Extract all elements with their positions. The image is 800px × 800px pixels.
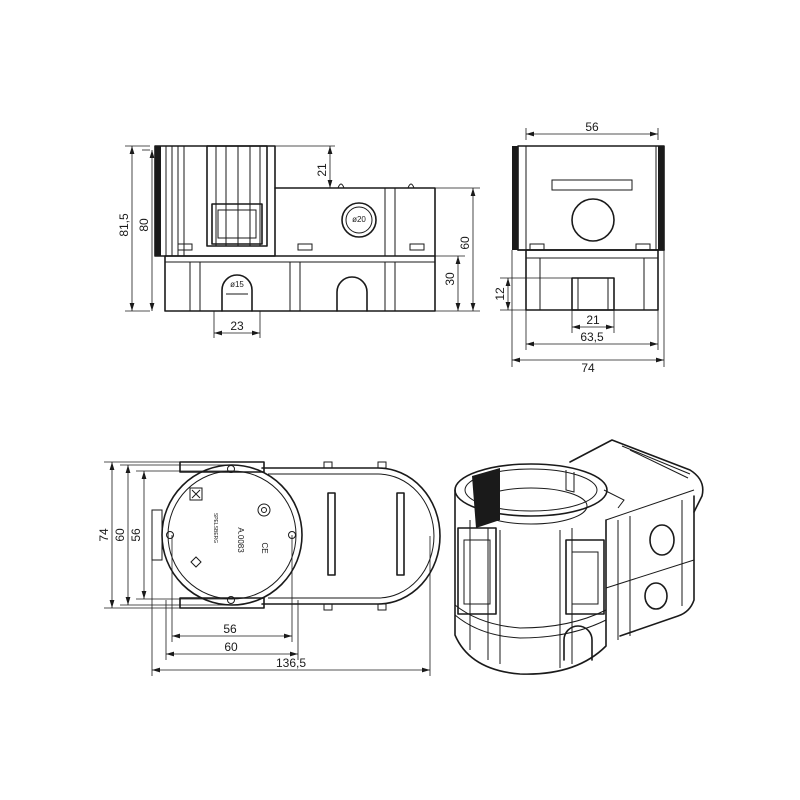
isometric-view — [454, 439, 704, 675]
dim-lower-height: 30 — [443, 272, 457, 286]
dim-width-60: 60 — [224, 640, 238, 654]
side-view: 56 12 21 63,5 74 — [493, 120, 665, 375]
dim-overall-width: 74 — [581, 361, 595, 375]
part-number: A.0083 — [236, 527, 245, 553]
dim-total-height: 81,5 — [117, 213, 131, 237]
dim-top-offset: 21 — [315, 163, 329, 177]
dim-outer-diameter: 60 — [113, 528, 127, 542]
dim-knockout-width: 23 — [230, 319, 244, 333]
dim-top-overall-height: 74 — [97, 528, 111, 542]
approval-mark — [257, 503, 271, 517]
dim-body-height: 60 — [458, 236, 472, 250]
logo-marks — [189, 487, 203, 501]
dim-base-width: 63,5 — [580, 330, 604, 344]
hole-label-small: ø15 — [230, 280, 244, 289]
dim-slot-height: 12 — [493, 287, 507, 301]
box-symbol — [190, 556, 202, 568]
brand-text: SPELSBERG — [212, 513, 218, 543]
dim-inner-diameter: 56 — [129, 528, 143, 542]
dim-slot-width: 21 — [586, 313, 600, 327]
ce-mark: CE — [260, 542, 269, 553]
hole-label-large: ø20 — [352, 215, 366, 224]
dim-top-width: 56 — [585, 120, 599, 134]
dim-width-56: 56 — [223, 622, 237, 636]
dim-total-length: 136,5 — [276, 656, 306, 670]
front-view: 81,5 80 21 60 30 23 ø15 ø20 — [117, 145, 480, 338]
dim-height: 80 — [137, 218, 151, 232]
top-view: SPELSBERG A.0083 CE 74 60 56 56 60 — [97, 461, 441, 676]
